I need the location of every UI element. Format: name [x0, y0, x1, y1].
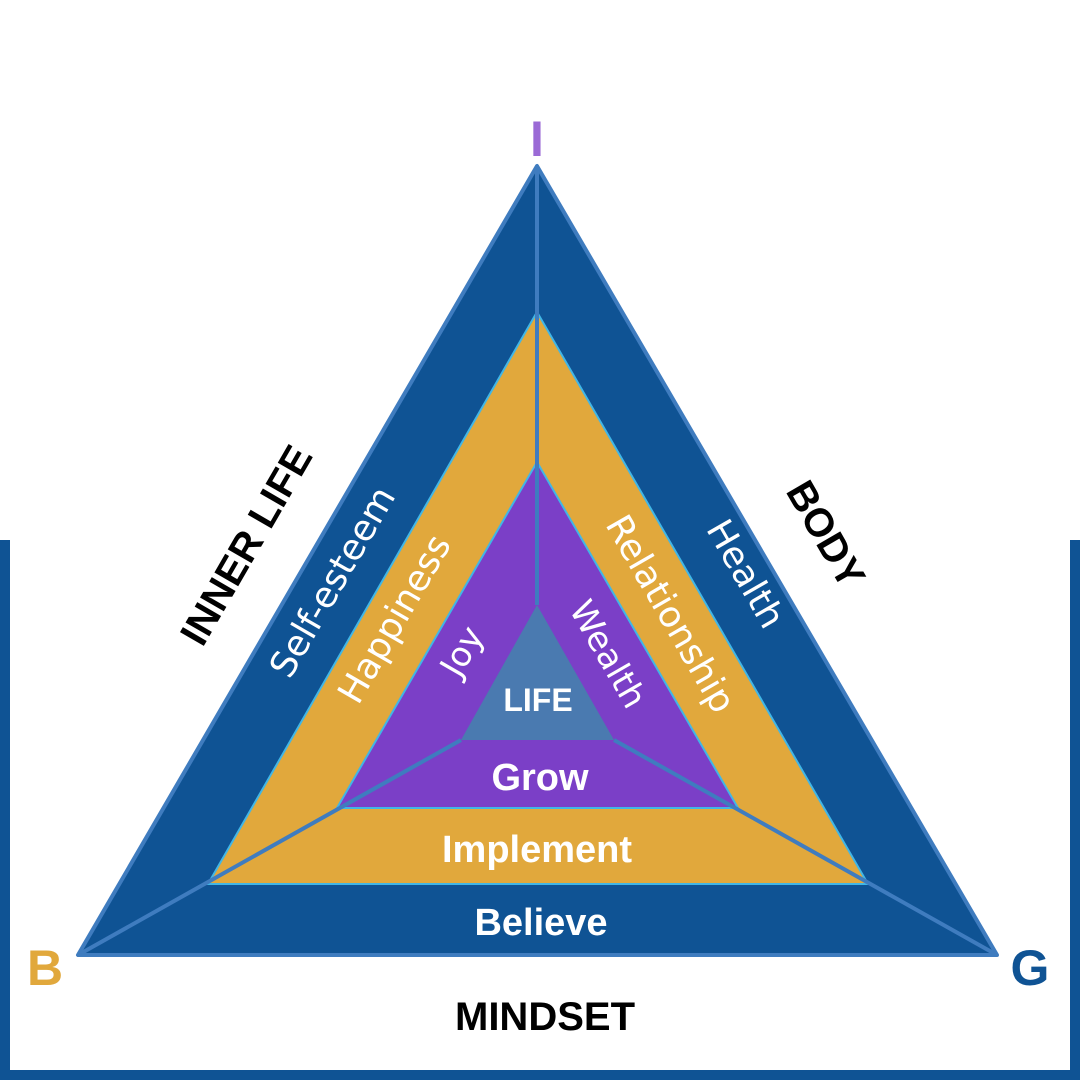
divider-left [77, 738, 462, 957]
outer-label-bottom: Believe [474, 902, 607, 944]
inner-label-bottom: Grow [491, 757, 589, 799]
side-label-right: BODY [777, 473, 873, 595]
side-label-bottom: MINDSET [455, 995, 635, 1039]
core-triangle [461, 605, 614, 740]
corner-letter-right: G [1011, 940, 1050, 996]
core-label: LIFE [503, 682, 572, 718]
divider-right [613, 738, 998, 957]
page-frame [0, 540, 1080, 1080]
corner-letter-left: B [27, 940, 63, 996]
middle-label-bottom: Implement [442, 829, 632, 871]
corner-letter-top: I [530, 111, 544, 167]
